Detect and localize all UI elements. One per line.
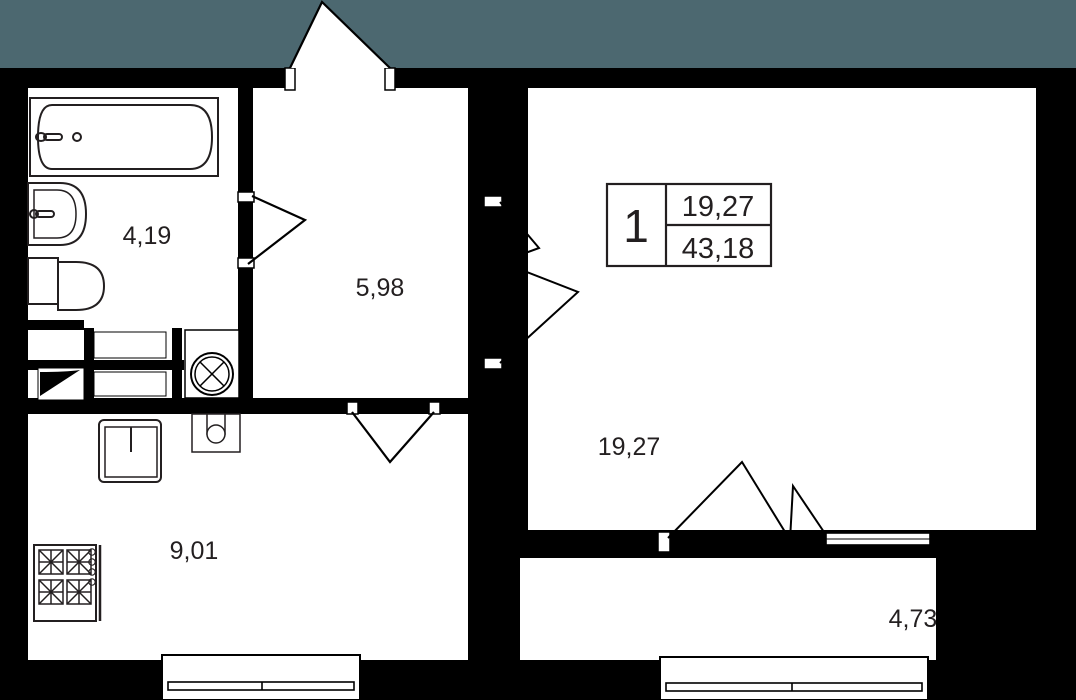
room-label-hallway: 5,98 <box>356 274 405 302</box>
hall-kitchen-door <box>346 401 441 464</box>
hall-living-door <box>483 195 580 370</box>
water-heater <box>191 413 241 453</box>
balcony-door <box>657 460 827 553</box>
wall-utility-kitchen <box>28 398 468 414</box>
room-label-balcony: 4,73 <box>889 605 938 633</box>
room-balcony-floor <box>518 558 936 660</box>
toilet <box>27 257 106 311</box>
badge-living-area: 19,27 <box>682 191 755 223</box>
living-room-window <box>825 532 931 546</box>
kitchen-sink <box>98 419 162 483</box>
room-label-living-room: 19,27 <box>598 433 661 461</box>
wall-hall-living-upper <box>468 110 484 200</box>
wall-utility-shelf <box>28 360 184 370</box>
wall-bath-hall-upper <box>238 88 253 200</box>
kitchen-window <box>161 654 361 700</box>
wall-hall-kitchen-left <box>253 400 353 414</box>
room-label-kitchen: 9,01 <box>170 537 219 565</box>
wall-hall-living-lower <box>468 368 484 660</box>
built-in-closet <box>37 331 167 401</box>
room-living-floor <box>528 88 1036 530</box>
wall-balcony-left <box>508 530 520 660</box>
wall-living-balcony-right <box>928 530 1036 558</box>
badge-room-count: 1 <box>623 200 649 252</box>
wall-hall-kitchen-right <box>432 400 484 414</box>
entrance-door <box>284 0 396 91</box>
room-label-bathroom: 4,19 <box>123 222 172 250</box>
gas-stove <box>33 544 102 622</box>
wall-bath-hall-lower <box>238 268 253 328</box>
washing-machine <box>184 329 240 399</box>
balcony-window <box>659 656 929 700</box>
entry-alcove-floor <box>285 68 395 94</box>
bathroom-door <box>237 191 308 269</box>
badge-total-area: 43,18 <box>682 233 755 265</box>
room-hallway-floor <box>253 88 468 412</box>
pier-hall-living <box>468 88 528 122</box>
wall-bath-utility <box>28 320 84 330</box>
wall-living-balcony-left <box>508 530 668 558</box>
info-badge: 1 19,27 43,18 <box>605 182 773 268</box>
bathtub <box>29 97 219 177</box>
washbasin <box>27 182 88 246</box>
